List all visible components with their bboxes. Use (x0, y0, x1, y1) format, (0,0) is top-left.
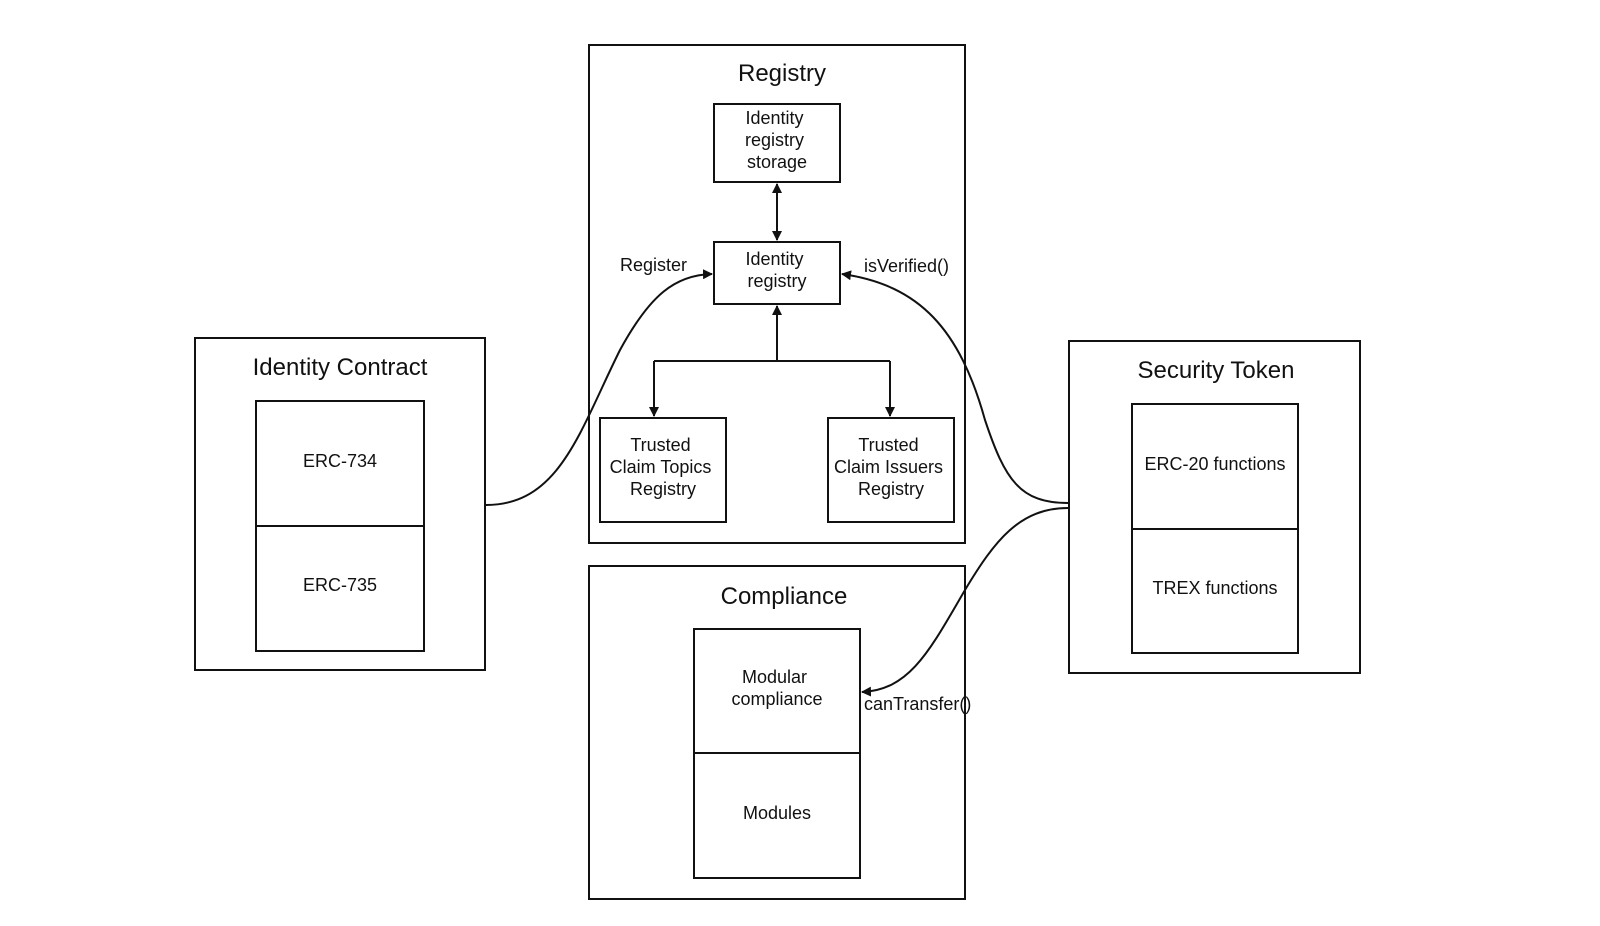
identity-registry-storage-box (713, 103, 841, 183)
modules-box (693, 752, 861, 879)
erc-734-box (255, 400, 425, 527)
storage-label-line-3: storage (747, 152, 807, 172)
modular-compliance-label: Modular compliance (731, 667, 822, 709)
erc-20-functions-label: ERC-20 functions (1144, 454, 1285, 474)
identity-registry-box (713, 241, 841, 305)
identity-contract-container: Identity Contract ERC-734 ERC-735 (194, 337, 486, 671)
storage-label-line-1: Identity (745, 108, 803, 128)
registry-title: Registry (738, 60, 826, 87)
identity-registry-storage-label: Identity registry storage (745, 108, 809, 172)
identity-registry-label: Identity registry (745, 249, 808, 291)
compliance-title: Compliance (721, 583, 848, 610)
is-verified-connector (841, 270, 1069, 504)
identity-contract-title: Identity Contract (253, 354, 428, 381)
modules-label: Modules (743, 803, 811, 823)
issuers-label-line-1: Trusted (858, 435, 918, 455)
modular-compliance-line-1: Modular (742, 667, 807, 687)
erc-734-label: ERC-734 (303, 451, 377, 471)
storage-label-line-2: registry (745, 130, 804, 150)
topics-label-line-1: Trusted (630, 435, 690, 455)
modular-compliance-line-2: compliance (731, 689, 822, 709)
is-verified-label: isVerified() (864, 256, 949, 276)
identity-registry-line-1: Identity (745, 249, 803, 269)
modular-compliance-box (693, 628, 861, 754)
trusted-claim-topics-registry-label: Trusted Claim Topics Registry (610, 435, 717, 499)
trusted-claim-issuers-registry-label: Trusted Claim Issuers Registry (834, 435, 948, 499)
erc-735-box (255, 525, 425, 652)
register-label: Register (620, 255, 687, 275)
can-transfer-label: canTransfer() (864, 694, 971, 714)
issuers-label-line-3: Registry (858, 479, 924, 499)
identity-registry-line-2: registry (747, 271, 806, 291)
can-transfer-connector (861, 507, 1069, 697)
topics-label-line-2: Claim Topics (610, 457, 712, 477)
erc-20-functions-box (1131, 403, 1299, 530)
topics-label-line-3: Registry (630, 479, 696, 499)
trex-functions-label: TREX functions (1152, 578, 1277, 598)
security-token-container: Security Token ERC-20 functions TREX fun… (1068, 340, 1361, 674)
issuers-label-line-2: Claim Issuers (834, 457, 943, 477)
trusted-claim-topics-registry-box (599, 417, 727, 523)
erc-735-label: ERC-735 (303, 575, 377, 595)
register-connector (485, 269, 713, 506)
security-token-title: Security Token (1138, 357, 1295, 384)
trusted-claim-issuers-registry-box (827, 417, 955, 523)
compliance-container: Compliance Modular compliance Modules (588, 565, 966, 900)
registry-container: Registry Identity registry storage Ident… (588, 44, 966, 544)
trex-functions-box (1131, 528, 1299, 654)
